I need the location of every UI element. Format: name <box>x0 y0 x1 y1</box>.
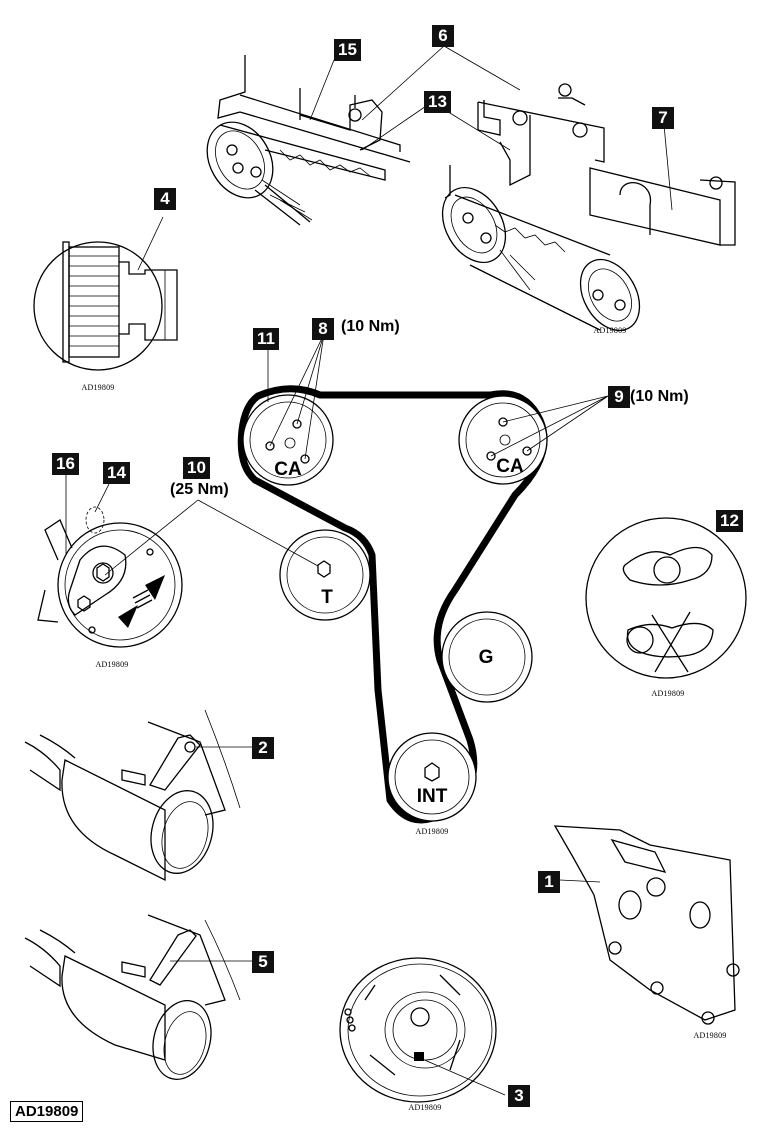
figure-id-box: AD19809 <box>10 1101 84 1122</box>
callout-9: 9 <box>608 386 630 408</box>
callout-16: 16 <box>52 453 79 475</box>
panel-ref-4: AD19809 <box>81 383 115 392</box>
panel-ref-tensioner: AD19809 <box>95 660 129 669</box>
label-water-pump: G <box>478 647 494 668</box>
label-intermediate: INT <box>416 786 448 807</box>
torque-8: (10 Nm) <box>341 318 400 335</box>
pulley-cam-right <box>458 395 548 485</box>
label-cam-left: CA <box>274 459 302 480</box>
panel-ref-1: AD19809 <box>693 1031 727 1040</box>
torque-10: (25 Nm) <box>170 481 229 498</box>
leader-lines-top <box>309 45 673 211</box>
panel-ref-top: AD19809 <box>593 326 627 335</box>
callout-5: 5 <box>252 951 274 973</box>
callout-13: 13 <box>424 91 451 113</box>
callout-11: 11 <box>253 328 279 350</box>
callout-3: 3 <box>508 1085 530 1107</box>
panel-ref-main: AD19809 <box>415 827 449 836</box>
pulley-cam-left <box>242 394 334 486</box>
torque-9: (10 Nm) <box>630 388 689 405</box>
callout-1: 1 <box>538 871 560 893</box>
detail-12-slot <box>585 517 747 679</box>
callout-7: 7 <box>652 107 674 129</box>
label-tensioner: T <box>321 587 333 608</box>
detail-2-crank-sensor <box>24 709 252 882</box>
pulley-water-pump <box>441 611 533 703</box>
label-cam-right: CA <box>496 456 524 477</box>
callout-10: 10 <box>183 457 210 479</box>
camshaft-locking-view-left <box>206 55 411 226</box>
camshaft-locking-view-right <box>441 83 736 332</box>
detail-1-cover <box>553 825 740 1025</box>
detail-3-crank-pulley <box>339 957 506 1103</box>
callout-2: 2 <box>252 737 274 759</box>
callout-6: 6 <box>432 25 454 47</box>
panel-ref-12: AD19809 <box>651 689 685 698</box>
detail-4-sprocket <box>33 216 178 371</box>
pulley-tensioner <box>279 529 371 621</box>
callout-12: 12 <box>716 510 743 532</box>
pulley-intermediate <box>387 732 477 822</box>
detail-5-locking-pin <box>24 914 252 1080</box>
callout-4: 4 <box>154 188 176 210</box>
tensioner-detail <box>37 475 319 648</box>
leader-lines-main <box>267 333 609 460</box>
callout-8: 8 <box>312 318 334 340</box>
callout-15: 15 <box>334 39 361 61</box>
belt-layout <box>237 385 548 824</box>
callout-14: 14 <box>103 462 130 484</box>
panel-ref-3: AD19809 <box>408 1103 442 1112</box>
